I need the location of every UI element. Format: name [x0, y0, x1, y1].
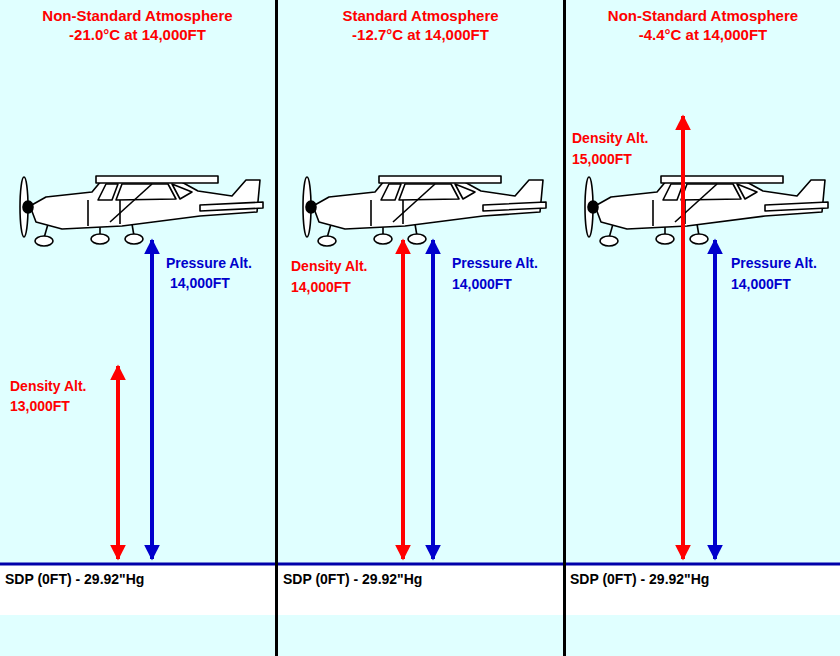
panel-title: Non-Standard Atmosphere -4.4°C at 14,000… — [596, 6, 811, 44]
pressure-label: Pressure Alt. — [166, 255, 252, 272]
density-label: Density Alt. — [10, 378, 87, 395]
density-label: Density Alt. — [572, 130, 649, 147]
altitude-value: 13,000FT — [10, 398, 70, 415]
pressure-label: Pressure Alt. — [452, 255, 538, 272]
datum-label: SDP (0FT) - 29.92"Hg — [570, 571, 709, 588]
atmosphere-panel: Non-Standard Atmosphere -4.4°C at 14,000… — [566, 0, 840, 656]
panel-title: Standard Atmosphere -12.7°C at 14,000FT — [326, 6, 516, 44]
atmosphere-panel: Non-Standard Atmosphere -21.0°C at 14,00… — [0, 0, 275, 656]
altitude-value: 14,000FT — [291, 279, 351, 296]
datum-label: SDP (0FT) - 29.92"Hg — [283, 571, 422, 588]
altitude-value: 15,000FT — [572, 151, 632, 168]
pressure-label: Pressure Alt. — [731, 255, 817, 272]
altitude-value: 14,000FT — [452, 276, 512, 293]
atmosphere-panel: Standard Atmosphere -12.7°C at 14,000FT — [278, 0, 563, 656]
altitude-value: 14,000FT — [170, 275, 230, 292]
altitude-value: 14,000FT — [731, 276, 791, 293]
panel-title: Non-Standard Atmosphere -21.0°C at 14,00… — [30, 6, 245, 44]
datum-label: SDP (0FT) - 29.92"Hg — [5, 571, 144, 588]
density-label: Density Alt. — [291, 258, 368, 275]
